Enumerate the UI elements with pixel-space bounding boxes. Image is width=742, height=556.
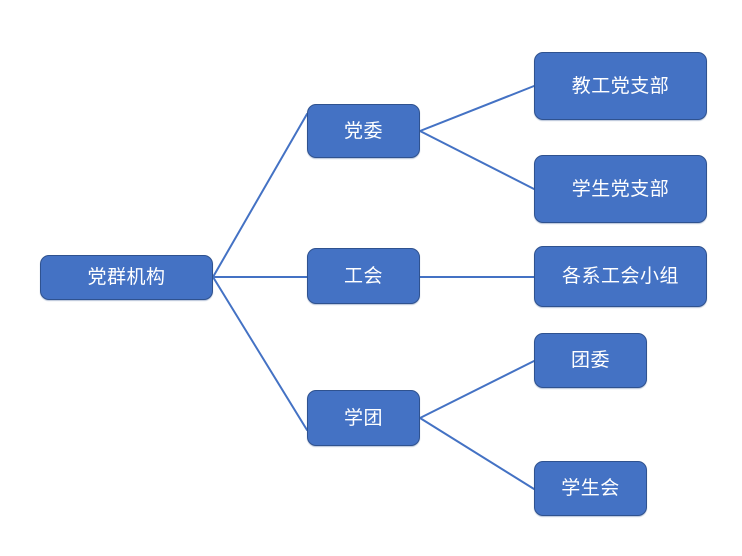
node-label-party-committee: 党委 [343, 119, 383, 142]
node-department-union-groups[interactable]: 各系工会小组 [534, 246, 707, 307]
connector-root-to-party-committee [212, 113, 308, 278]
node-label-labor-union: 工会 [343, 264, 383, 287]
connector-party-committee-to-student-party-branch [419, 130, 535, 190]
node-youth-league-group[interactable]: 学团 [307, 390, 420, 446]
node-label-youth-league-group: 学团 [343, 406, 383, 429]
node-student-party-branch[interactable]: 学生党支部 [534, 155, 707, 223]
node-label-department-union-groups: 各系工会小组 [561, 265, 679, 287]
node-labor-union[interactable]: 工会 [307, 248, 420, 304]
connector-party-committee-to-faculty-party-branch [419, 85, 535, 132]
node-faculty-party-branch[interactable]: 教工党支部 [534, 52, 707, 120]
node-label-student-union: 学生会 [561, 477, 620, 499]
connector-youth-league-group-to-student-union [419, 417, 535, 490]
node-label-student-party-branch: 学生党支部 [571, 177, 670, 200]
node-root[interactable]: 党群机构 [40, 255, 213, 300]
node-party-committee[interactable]: 党委 [307, 104, 420, 158]
node-label-root: 党群机构 [87, 266, 166, 288]
node-label-faculty-party-branch: 教工党支部 [571, 74, 670, 97]
node-label-league-committee: 团委 [570, 349, 610, 371]
node-student-union[interactable]: 学生会 [534, 461, 647, 516]
connector-root-to-youth-league-group [212, 276, 308, 431]
connector-youth-league-group-to-league-committee [419, 360, 535, 419]
node-league-committee[interactable]: 团委 [534, 333, 647, 388]
